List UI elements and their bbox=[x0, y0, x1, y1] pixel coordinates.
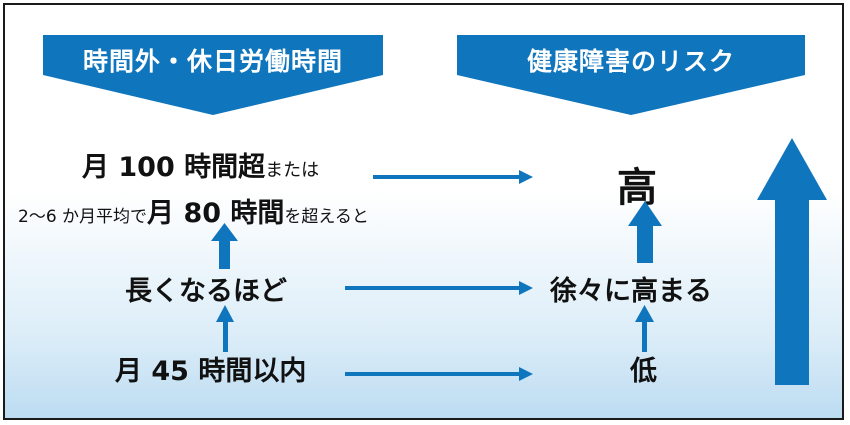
top-condition-bold2: 月 80 時間 bbox=[147, 198, 285, 229]
arrow-up-left-upper-icon bbox=[211, 223, 238, 269]
arrow-up-left-lower-icon bbox=[216, 305, 234, 352]
top-condition-prefix: 2～6 か月平均で bbox=[18, 207, 148, 227]
big-risk-trend-arrow-icon bbox=[757, 138, 827, 385]
top-condition-line2: 2～6 か月平均で月 80 時間を超えると bbox=[18, 191, 369, 230]
top-condition-line1: 月 100 時間超または bbox=[82, 145, 319, 184]
risk-low: 低 bbox=[630, 356, 657, 387]
arrow-right-middle-icon bbox=[345, 281, 533, 295]
arrows-layer bbox=[211, 138, 827, 385]
arrow-up-right-lower-icon bbox=[635, 305, 654, 352]
right-header-text: 健康障害のリスク bbox=[526, 47, 735, 76]
arrow-up-right-upper-icon bbox=[628, 201, 662, 263]
risk-rising: 徐々に高まる bbox=[550, 276, 712, 307]
middle-condition: 長くなるほど bbox=[125, 276, 287, 307]
left-header-text: 時間外・休日労働時間 bbox=[82, 47, 343, 76]
risk-high: 高 bbox=[617, 165, 657, 211]
bottom-condition: 月 45 時間以内 bbox=[115, 356, 307, 387]
top-condition-bold: 月 100 時間超 bbox=[82, 152, 266, 183]
top-condition-small: または bbox=[265, 160, 320, 181]
arrow-right-bottom-icon bbox=[345, 367, 533, 381]
arrow-right-top-icon bbox=[373, 170, 533, 184]
top-condition-suffix: を超えると bbox=[284, 207, 369, 227]
diagram-frame: 時間外・休日労働時間 健康障害のリスク 月 100 時間超または 2～6 か月平… bbox=[3, 3, 844, 420]
